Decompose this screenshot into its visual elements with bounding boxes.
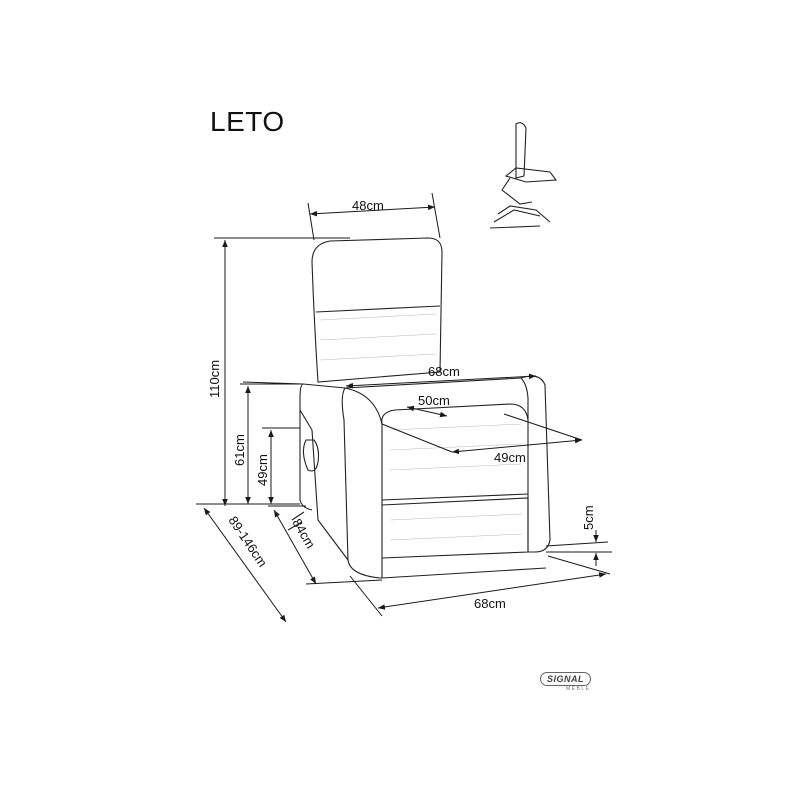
seat-height-label: 49cm	[255, 454, 270, 486]
armrest-height-label: 61cm	[232, 434, 247, 466]
base-width-label: 68cm	[474, 596, 506, 611]
recliner-lift-icon	[489, 122, 558, 229]
seat-depth-label: 49cm	[494, 450, 526, 465]
back-width-label: 48cm	[352, 198, 384, 213]
total-width-label: 68cm	[428, 364, 460, 379]
product-title: LETO	[210, 106, 285, 137]
seat-width-label: 50cm	[418, 393, 450, 408]
brand-logo: SIGNAL	[540, 672, 592, 686]
chair-outline	[287, 237, 551, 579]
brand-subtitle: MEBLE	[566, 686, 591, 692]
depth-range-label: 89-146cm	[226, 513, 271, 569]
ground-clearance-label: 5cm	[581, 505, 596, 530]
total-height-label: 110cm	[207, 360, 222, 398]
fabric-texture	[319, 313, 523, 541]
